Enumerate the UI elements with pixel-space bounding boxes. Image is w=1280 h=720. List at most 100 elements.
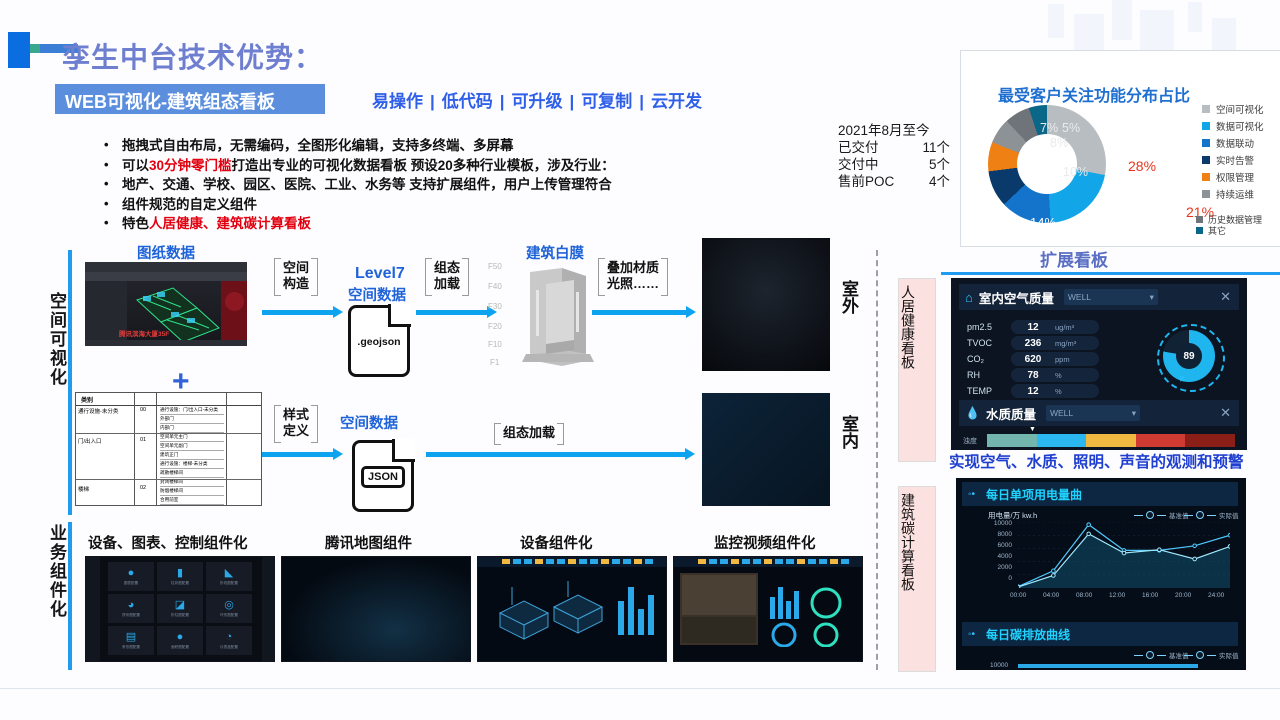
attribute-table-row: 疏散楼梯间: [160, 469, 224, 478]
delivery-value: 4个: [928, 174, 950, 189]
bullet-item-1: 可以30分钟零门槛打造出专业的可视化数据看板 预设20多种行业模板，涉及行业：: [100, 155, 890, 176]
component-icon-tile[interactable]: ▮柱状图配置: [157, 562, 203, 591]
close-icon[interactable]: ✕: [1220, 405, 1231, 420]
power-legend-baseline-label: 基准值: [1169, 513, 1189, 520]
status-chip: [775, 559, 783, 564]
chart-node-icon: ◦•: [968, 488, 976, 500]
attribute-table-row: 防烟楼梯间: [160, 487, 224, 496]
json-file-label: JSON: [361, 466, 405, 489]
air-metric-unit: %: [1055, 370, 1062, 380]
air-metric-value: 620: [1024, 353, 1042, 365]
air-quality-standard-value: WELL: [1067, 292, 1092, 302]
attribute-table-row: 合用前室: [160, 496, 224, 505]
power-chart-title: 每日单项用电量曲: [986, 487, 1083, 502]
component-icon-label: 图表配置: [123, 580, 139, 585]
bullet-text: 可以: [122, 157, 149, 173]
legend-swatch: [1202, 121, 1210, 130]
component-icon-tile[interactable]: ◔仪表盘配置: [206, 626, 252, 655]
rail-carbon-board: 建筑碳计算看板: [898, 486, 936, 672]
status-chip: [513, 559, 521, 564]
component-thumb-map: [281, 556, 471, 662]
component-icon-label: 柱状图配置: [171, 580, 189, 585]
flow-label-space-data: 空间数据: [348, 288, 406, 304]
bullet-item-4: 特色人居健康、建筑碳计算看板: [100, 213, 890, 234]
delivery-label: 已交付: [838, 140, 879, 155]
legend-swatch: [1196, 216, 1203, 223]
status-chip: [612, 559, 620, 564]
floor-label-f1: F1: [490, 358, 500, 367]
status-chip: [797, 559, 805, 564]
status-chip: [764, 559, 772, 564]
donut-label-10: 10%: [1063, 165, 1089, 179]
carbon-chart-scrollbar[interactable]: [1018, 664, 1198, 668]
component-icon-tile[interactable]: ◎环形图配置: [206, 594, 252, 623]
component-icon-tile[interactable]: ●面积图配置: [157, 626, 203, 655]
bullet-text: 特色: [122, 216, 149, 231]
title-accent-bar-green: [30, 44, 40, 53]
air-metric-key: pm2.5: [967, 322, 993, 332]
air-quality-gauge: 89: [1163, 330, 1215, 382]
delivery-value: 11个: [922, 140, 950, 155]
delivery-value: 5个: [928, 157, 950, 172]
rail-health-board-label: 人居健康看板: [900, 285, 916, 369]
component-icon-tile[interactable]: ●图表配置: [108, 562, 154, 591]
legend-swatch: [1202, 189, 1210, 198]
power-legend-actual: 实际值: [1184, 510, 1239, 520]
footer-divider: [0, 688, 1280, 689]
flow-arrow-4: [262, 448, 343, 460]
status-chip: [731, 559, 739, 564]
tagline-separator: |: [430, 92, 435, 111]
power-chart-xtick: 12:00: [1109, 592, 1126, 599]
delivery-period: 2021年8月至今: [838, 123, 930, 138]
power-chart-ytick: 8000: [997, 531, 1012, 538]
flow-step-material-light: 叠加材质光照……: [598, 258, 669, 296]
component-icon-tile[interactable]: ◕饼状图配置: [108, 594, 154, 623]
donut-legend-item: 数据联动: [1202, 134, 1280, 151]
rail-health-board: 人居健康看板: [898, 278, 936, 462]
bullet-text: 30分钟零门槛: [149, 157, 232, 173]
legend-swatch: [1202, 104, 1210, 113]
attribute-table-row: 通行设施：门/出入口-未分类: [160, 406, 224, 415]
status-chip: [634, 559, 642, 564]
flow-step-config-load-2: 组态加载: [494, 423, 565, 445]
component-icon-tile[interactable]: ◣折线图配置: [206, 562, 252, 591]
component-icon-tile[interactable]: ▤条形图配置: [108, 626, 154, 655]
donut-label-21: 21%: [1186, 204, 1215, 220]
air-metric-row: RH 78%: [967, 368, 1099, 382]
donut-ring: [988, 105, 1106, 223]
business-rail-bar: [68, 522, 72, 670]
label-indoor: 室内: [839, 415, 858, 449]
water-quality-standard-value: WELL: [1049, 408, 1074, 418]
component-icon-tile[interactable]: ◪折柱图配置: [157, 594, 203, 623]
donut-legend-item: 数据可视化: [1202, 117, 1280, 134]
section-band: WEB可视化-建筑组态看板: [55, 84, 325, 114]
attribute-table-row: 外部门: [160, 415, 224, 424]
component-icon-label: 环形图配置: [220, 612, 238, 617]
donut-label-7: 7%: [1040, 121, 1059, 135]
water-quality-standard-select[interactable]: WELL ▾: [1045, 405, 1140, 421]
legend-label: 实时告警: [1216, 155, 1255, 167]
donut-label-5: 5%: [1062, 121, 1081, 135]
power-chart-header: ◦• 每日单项用电量曲: [962, 482, 1238, 506]
legend-label: 持续运维: [1216, 189, 1255, 201]
bullet-item-2: 地产、交通、学校、园区、医院、工业、水务等 支持扩展组件，用户上传管理符合: [100, 174, 890, 195]
component-icon-label: 仪表盘配置: [220, 644, 238, 649]
legend-swatch: [1202, 138, 1210, 147]
feature-bullet-list: 拖拽式自由布局，无需编码，全图形化编辑，支持多终端、多屏幕可以30分钟零门槛打造…: [60, 135, 890, 234]
attribute-table-row: 通行设施：楼梯-未分类: [160, 460, 224, 469]
bullet-text: 地产、交通、学校、园区、医院、工业、水务等 支持扩展组件，用户上传管理符合: [122, 177, 612, 192]
air-metric-value: 12: [1027, 321, 1039, 333]
legend-label: 历史数据管理: [1208, 215, 1263, 225]
close-icon[interactable]: ✕: [1220, 289, 1231, 304]
status-chip: [720, 559, 728, 564]
status-chip: [698, 559, 706, 564]
legend-swatch: [1202, 172, 1210, 181]
air-quality-standard-select[interactable]: WELL ▾: [1063, 289, 1158, 305]
extension-board-title: 扩展看板: [1040, 251, 1108, 270]
air-quality-gauge-value: 89: [1176, 343, 1202, 369]
